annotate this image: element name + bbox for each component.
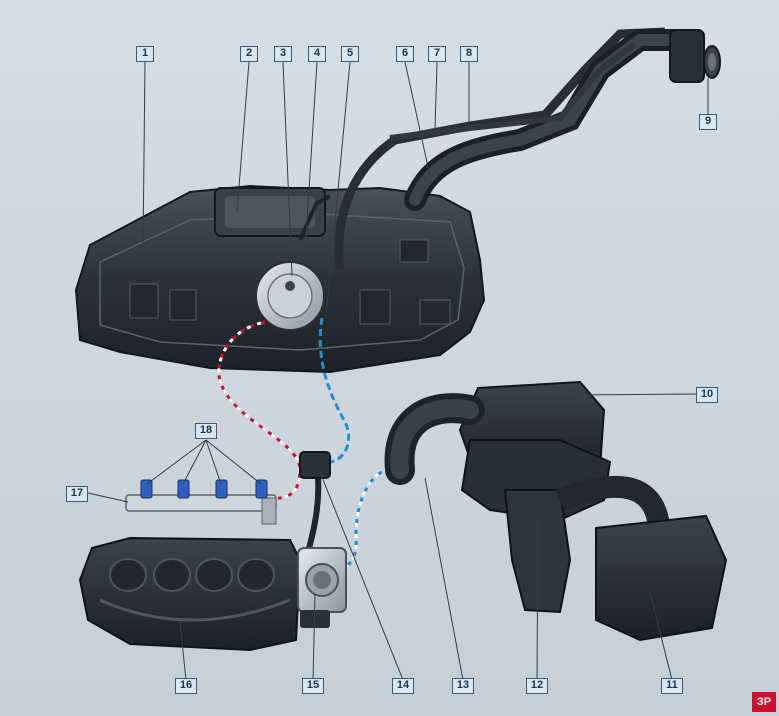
callout-15: 15 xyxy=(302,678,324,694)
callout-9: 9 xyxy=(699,114,717,130)
callout-11: 11 xyxy=(661,678,683,694)
leader-lines xyxy=(87,61,709,681)
fuel-rail xyxy=(125,494,277,525)
publisher-logo: ЗР xyxy=(752,692,776,712)
fuel-pump-module xyxy=(255,261,325,331)
callout-16: 16 xyxy=(175,678,197,694)
vent-hose xyxy=(298,194,331,241)
fuel-injectors xyxy=(140,479,268,499)
vapor-line xyxy=(318,317,351,464)
callout-7: 7 xyxy=(428,46,446,62)
callout-14: 14 xyxy=(392,678,414,694)
callout-1: 1 xyxy=(136,46,154,62)
filler-pipe-assembly xyxy=(334,27,721,271)
vapor-canister xyxy=(214,187,326,237)
callout-2: 2 xyxy=(240,46,258,62)
callout-6: 6 xyxy=(396,46,414,62)
callout-5: 5 xyxy=(341,46,359,62)
fuel-supply-line-white xyxy=(217,320,302,500)
intake-manifold xyxy=(78,536,302,652)
callout-8: 8 xyxy=(460,46,478,62)
callout-17: 17 xyxy=(66,486,88,502)
battery-tray xyxy=(595,514,728,642)
callout-18: 18 xyxy=(195,423,217,439)
callout-12: 12 xyxy=(526,678,548,694)
throttle-body xyxy=(297,547,347,628)
intake-duct xyxy=(384,393,485,485)
callout-13: 13 xyxy=(452,678,474,694)
callout-10: 10 xyxy=(696,387,718,403)
callout-4: 4 xyxy=(308,46,326,62)
callout-3: 3 xyxy=(274,46,292,62)
